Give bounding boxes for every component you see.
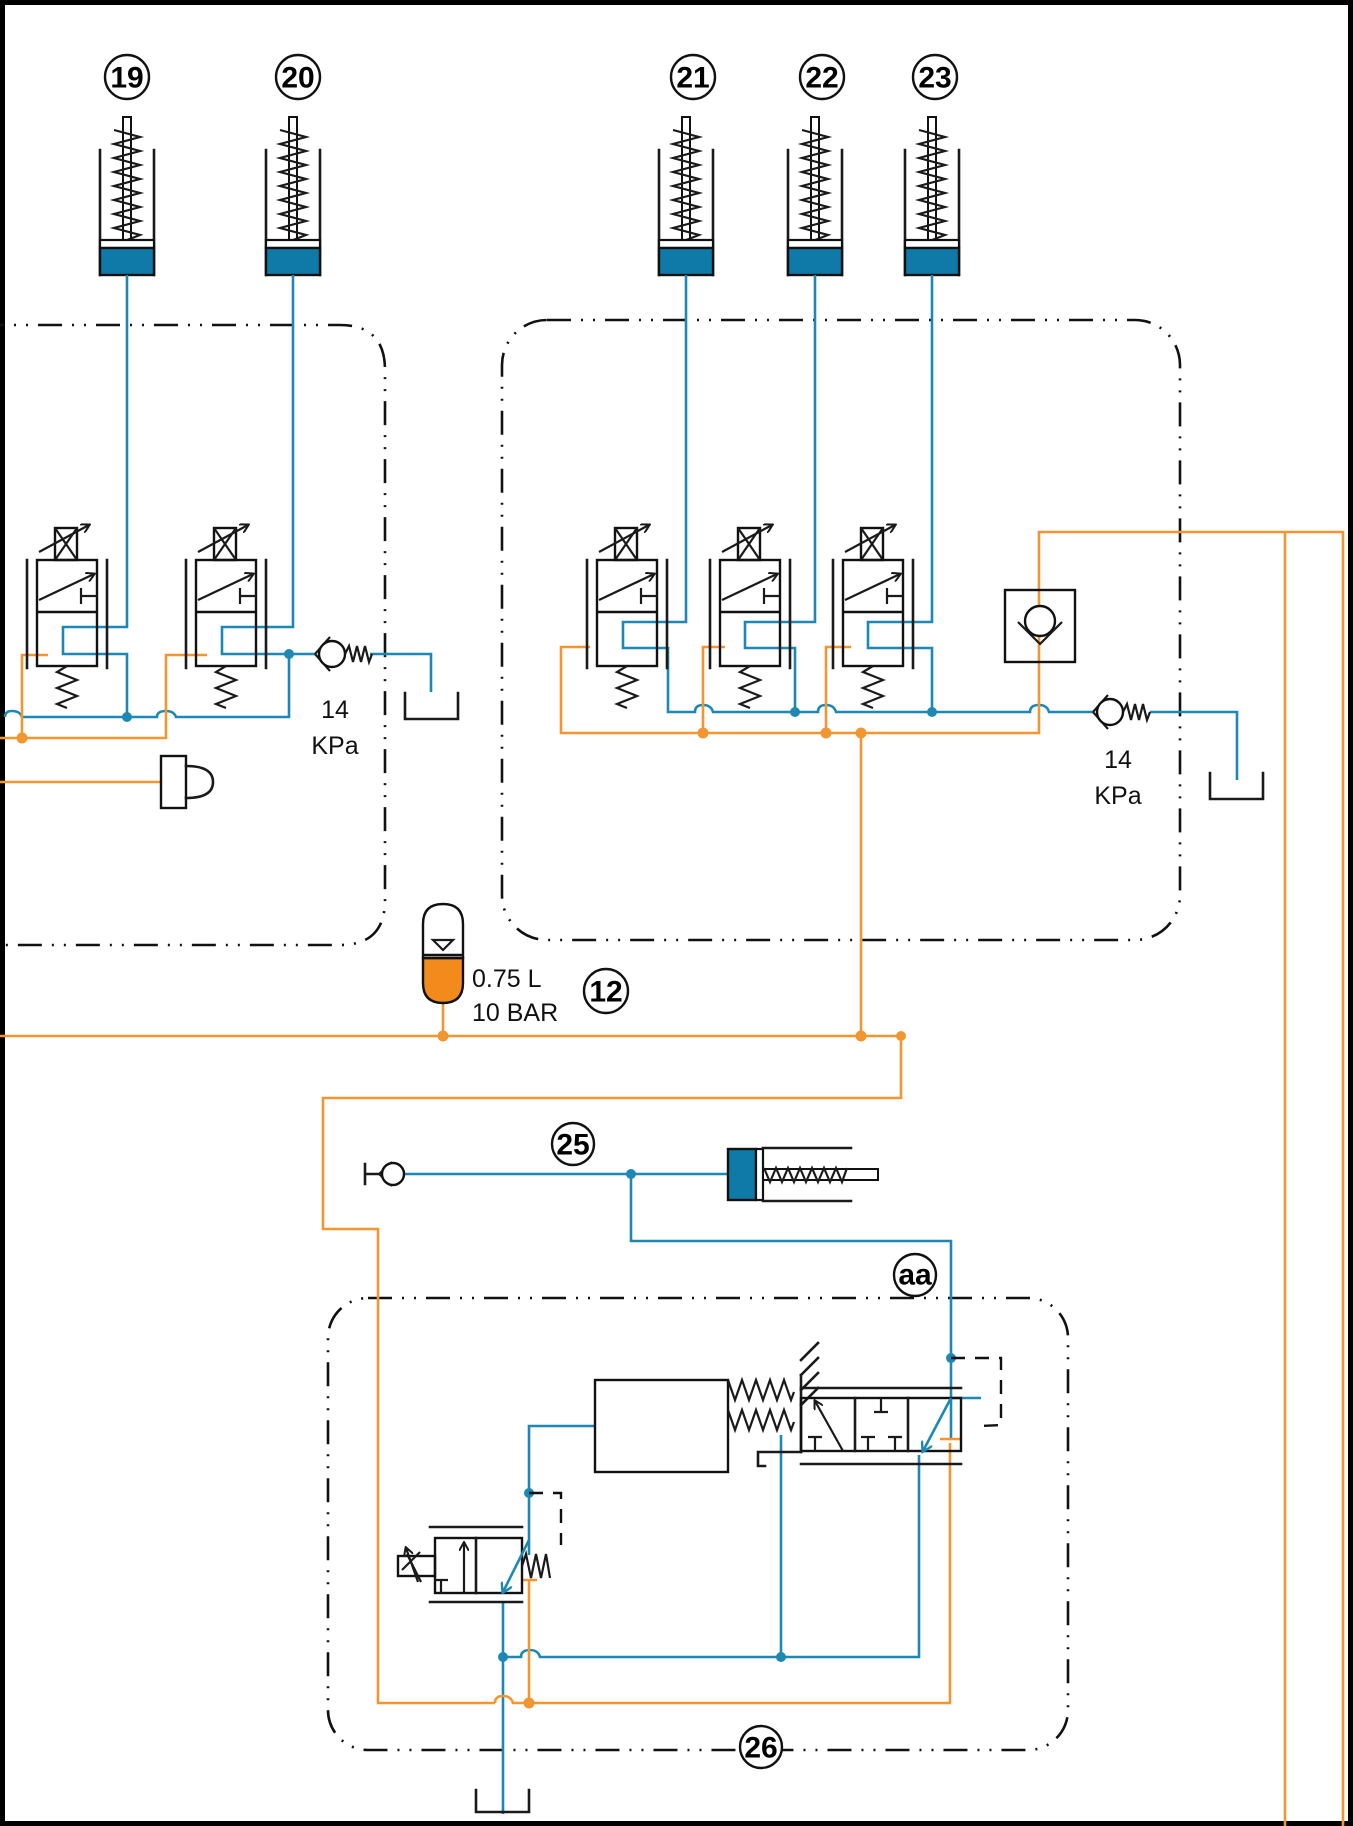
spring-cylinder-25	[726, 1146, 879, 1203]
callout-19: 19	[103, 53, 151, 101]
svg-text:26: 26	[744, 1732, 777, 1765]
svg-text:0.75 L: 0.75 L	[472, 965, 542, 993]
svg-text:22: 22	[805, 62, 838, 95]
svg-text:12: 12	[589, 976, 622, 1009]
callout-aa: aa	[892, 1252, 938, 1298]
item-25-lines	[405, 1172, 953, 1398]
tank-right	[1208, 771, 1265, 801]
junction	[820, 727, 832, 739]
junction	[16, 732, 28, 744]
tank-left	[403, 691, 460, 721]
accumulator	[421, 902, 465, 1005]
relief-label-right: 14 KPa	[1094, 746, 1141, 810]
junction	[896, 1031, 906, 1041]
proportional-valve-l1	[25, 525, 109, 710]
svg-text:23: 23	[918, 62, 951, 95]
svg-text:KPa: KPa	[1094, 782, 1141, 810]
callout-20: 20	[274, 53, 322, 101]
right-valve-block-boundary	[500, 318, 1182, 942]
main-spool-return-arrow	[923, 1397, 953, 1451]
svg-text:aa: aa	[898, 1259, 932, 1292]
pilot-line-main	[951, 1356, 1003, 1428]
right-block-return-lines	[621, 275, 1239, 780]
right-block-pressure-lines	[559, 530, 1345, 1826]
spring-actuator-23	[903, 116, 961, 277]
pilot-line-solenoid	[529, 1491, 563, 1545]
svg-text:10 BAR: 10 BAR	[472, 999, 558, 1027]
svg-text:20: 20	[281, 62, 314, 95]
svg-text:21: 21	[676, 62, 709, 95]
callout-22: 22	[798, 53, 846, 101]
main-pressure-line	[0, 1003, 903, 1705]
relief-valve-right	[1092, 694, 1152, 730]
quick-coupler	[363, 1161, 406, 1187]
accumulator-spec: 0.75 L 10 BAR	[472, 965, 558, 1027]
svg-text:14: 14	[1104, 746, 1132, 774]
svg-text:KPa: KPa	[311, 732, 358, 760]
callout-21: 21	[669, 53, 717, 101]
junction	[626, 1169, 636, 1179]
proportional-valve-r2	[708, 525, 792, 710]
spring-actuator-20	[264, 116, 322, 277]
svg-text:19: 19	[110, 62, 143, 95]
pressure-switch	[159, 754, 215, 810]
left-valve-block-boundary	[0, 323, 387, 947]
junction	[855, 727, 867, 739]
solenoid-valve	[396, 1525, 552, 1604]
junction	[776, 1652, 786, 1662]
spring-actuator-22	[786, 116, 844, 277]
relief-valve-left	[314, 636, 374, 672]
junction	[927, 707, 937, 717]
left-block-return-lines	[3, 275, 433, 719]
check-valve-boxed	[1003, 588, 1077, 664]
junction	[437, 1030, 449, 1042]
proportional-valve-r1	[585, 525, 669, 710]
callout-25: 25	[550, 1121, 596, 1167]
callout-12: 12	[582, 967, 630, 1015]
spring-actuator-21	[657, 116, 715, 277]
callout-26: 26	[738, 1724, 784, 1770]
junction	[122, 712, 132, 722]
proportional-valve-l2	[184, 525, 268, 710]
junction	[498, 1652, 508, 1662]
junction	[855, 1030, 867, 1042]
bottom-block-pressure-lines	[493, 1437, 960, 1705]
proportional-valve-r3	[831, 525, 915, 710]
junction	[523, 1697, 535, 1709]
relief-label-left: 14 KPa	[311, 696, 358, 760]
svg-text:14: 14	[321, 696, 349, 724]
callout-23: 23	[911, 53, 959, 101]
spring-actuator-19	[98, 116, 156, 277]
main-spool-valve	[593, 1341, 963, 1474]
junction	[790, 707, 800, 717]
tank-bottom	[474, 1788, 531, 1814]
solenoid-valve-arrow	[503, 1539, 531, 1592]
junction	[284, 649, 294, 659]
svg-text:25: 25	[556, 1129, 589, 1162]
bottom-valve-block-boundary	[326, 1296, 1070, 1752]
junction	[697, 727, 709, 739]
